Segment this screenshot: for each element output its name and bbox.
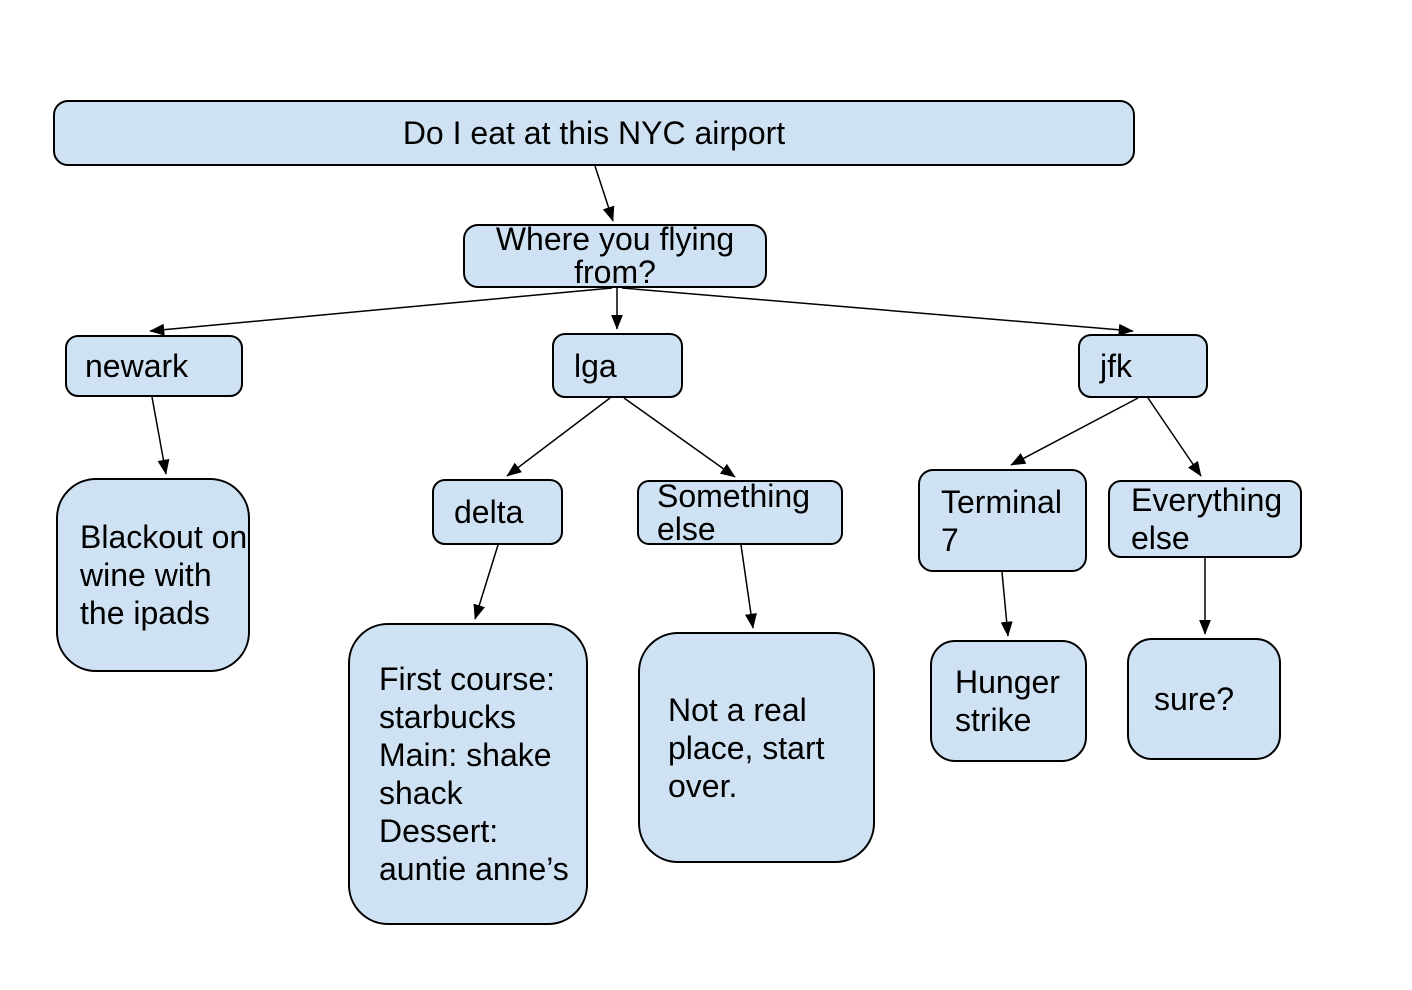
node-everything-else-label: Everything else — [1131, 482, 1283, 556]
node-delta-label: delta — [454, 494, 524, 530]
arrow-newark-to-blackout — [151, 396, 170, 475]
node-lga[interactable]: lga — [552, 333, 683, 398]
node-blackout-label: Blackout on wine with the ipads — [80, 519, 248, 631]
node-lga-label: lga — [574, 347, 617, 384]
arrow-where-from-to-newark — [149, 287, 613, 336]
arrow-lga-to-delta — [506, 397, 611, 477]
arrow-terminal-7-to-hunger-strike — [1000, 571, 1013, 637]
node-something-else[interactable]: Something else — [637, 477, 843, 547]
arrow-delta-to-first-course — [473, 544, 499, 620]
node-hunger-strike[interactable]: Hunger strike — [930, 640, 1087, 762]
node-terminal-7[interactable]: Terminal 7 — [918, 469, 1087, 572]
node-hunger-strike-label: Hunger strike — [955, 664, 1060, 738]
arrow-where-from-to-jfk — [621, 287, 1134, 336]
arrow-jfk-to-terminal-7 — [1010, 397, 1139, 466]
arrow-root-question-to-where-from — [594, 165, 615, 222]
node-newark[interactable]: newark — [65, 335, 243, 397]
node-newark-label: newark — [85, 348, 189, 384]
node-sure-label: sure? — [1154, 681, 1235, 717]
node-everything-else[interactable]: Everything else — [1108, 480, 1302, 558]
node-where-from-label: Where you flying from? — [495, 221, 735, 290]
node-first-course-label: First course: starbucks Main: shake shac… — [379, 661, 569, 887]
node-terminal-7-label: Terminal 7 — [941, 483, 1062, 558]
node-jfk[interactable]: jfk — [1078, 334, 1208, 398]
arrow-jfk-to-everything-else — [1147, 397, 1202, 477]
node-not-real-place-label: Not a real place, start over. — [668, 691, 825, 804]
node-first-course[interactable]: First course: starbucks Main: shake shac… — [348, 623, 588, 925]
node-root-question-label: Do I eat at this NYC airport — [402, 115, 786, 151]
node-where-from[interactable]: Where you flying from? — [463, 221, 767, 290]
node-delta[interactable]: delta — [432, 479, 563, 545]
node-not-real-place[interactable]: Not a real place, start over. — [638, 632, 875, 863]
arrow-lga-to-something-else — [623, 397, 736, 478]
arrow-something-else-to-not-real-place — [740, 544, 757, 629]
node-blackout[interactable]: Blackout on wine with the ipads — [56, 478, 250, 672]
node-sure[interactable]: sure? — [1127, 638, 1281, 760]
node-root-question[interactable]: Do I eat at this NYC airport — [53, 100, 1135, 166]
node-something-else-label: Something else — [657, 477, 810, 547]
node-jfk-label: jfk — [1100, 348, 1132, 384]
